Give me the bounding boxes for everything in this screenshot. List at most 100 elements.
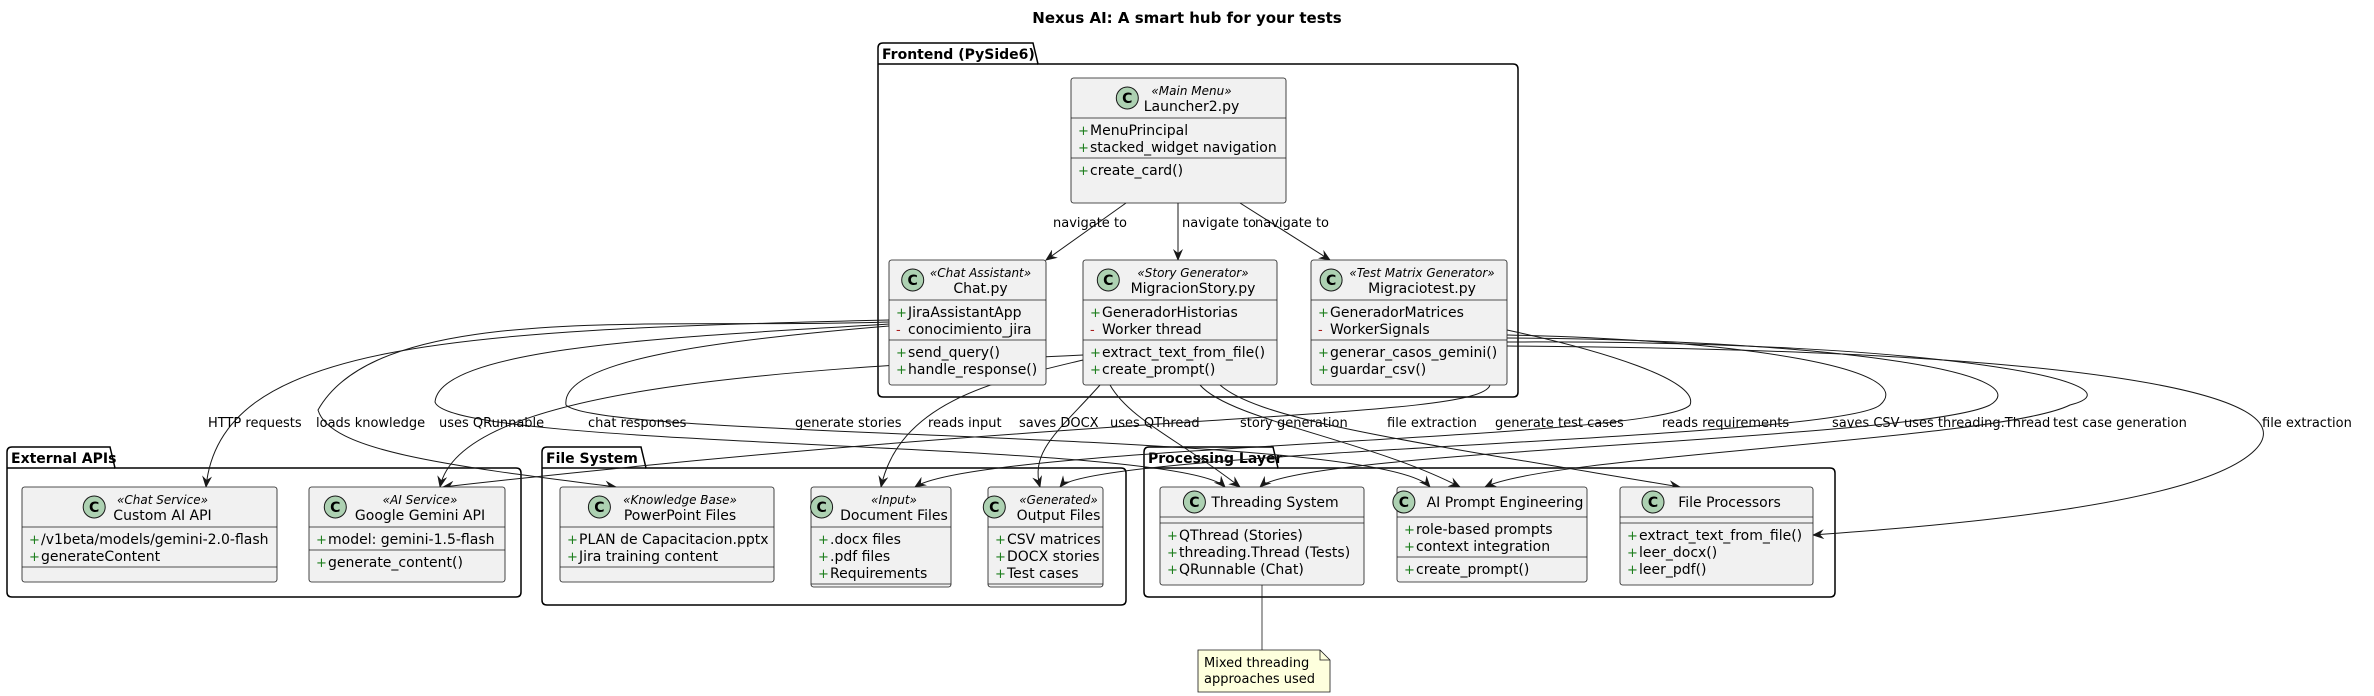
edge-matrix-to-docs: reads requirements	[914, 329, 1789, 488]
edge-story-to-prompt: story generation	[1199, 384, 1461, 488]
edge-label: navigate to	[1255, 216, 1329, 231]
edge-chat-to-threading: uses QRunnable	[434, 323, 1226, 488]
package-title: Processing Layer	[1148, 451, 1282, 467]
class-stereotype: «Input»	[871, 493, 917, 507]
edge-launcher-to-matrix: navigate to	[1239, 202, 1331, 261]
class-field: MenuPrincipal	[1090, 123, 1188, 139]
class-field: GeneradorHistorias	[1102, 305, 1238, 321]
edge-launcher-to-story: navigate to	[1173, 203, 1256, 261]
package-frame	[6, 446, 522, 598]
package-frontend: Frontend (PySide6)	[877, 42, 1519, 398]
edge-label: story generation	[1240, 416, 1348, 431]
edge-line	[1219, 384, 1681, 491]
visibility-marker: -	[1090, 323, 1095, 338]
note-fold	[1319, 650, 1330, 661]
edge-label: uses QRunnable	[439, 416, 544, 431]
class-type-icon	[1641, 490, 1665, 514]
class-method: extract_text_from_file()	[1102, 345, 1265, 361]
class-method: generar_casos_gemini()	[1330, 345, 1497, 361]
package-frame	[1143, 446, 1836, 598]
class-field: context integration	[1416, 539, 1550, 555]
class-field: /v1beta/models/gemini-2.0-flash	[41, 532, 269, 548]
class-field: WorkerSignals	[1330, 322, 1430, 338]
class-field: model: gemini-1.5-flash	[328, 532, 494, 548]
class-icon-letter: C	[89, 500, 99, 516]
edge-line	[202, 319, 890, 488]
class-name: Document Files	[840, 508, 948, 524]
visibility-marker: +	[1078, 124, 1089, 139]
class-box	[1070, 77, 1287, 204]
class-type-icon	[901, 268, 925, 292]
class-field: Worker thread	[1102, 322, 1202, 338]
package-frame	[541, 446, 1127, 606]
visibility-marker: +	[1078, 141, 1089, 156]
edge-story-to-output: saves DOCX	[1019, 384, 1101, 488]
class-name: Launcher2.py	[1144, 99, 1240, 115]
edge-story-to-docs: reads input	[878, 359, 1084, 488]
class-customapi: C«Chat Service»Custom AI API+/v1beta/mod…	[21, 486, 278, 583]
visibility-marker: +	[316, 533, 327, 548]
visibility-marker: +	[1090, 306, 1101, 321]
package-title: External APIs	[11, 451, 116, 467]
visibility-marker: +	[995, 533, 1006, 548]
visibility-marker: +	[818, 567, 829, 582]
class-name: Threading System	[1210, 495, 1338, 511]
class-name: Chat.py	[953, 281, 1007, 297]
edge-line	[1045, 202, 1127, 261]
class-type-icon	[1115, 86, 1139, 110]
class-box	[559, 486, 775, 583]
edge-line	[1199, 384, 1461, 488]
edge-line	[317, 321, 890, 491]
class-icon-letter: C	[989, 500, 999, 516]
class-name: Custom AI API	[113, 508, 211, 524]
edge-matrix-to-fileproc: file extraction	[1506, 345, 2352, 540]
class-box	[888, 259, 1047, 386]
class-method: create_prompt()	[1416, 562, 1529, 578]
class-type-icon	[982, 495, 1006, 519]
class-type-icon	[323, 495, 347, 519]
package-frame	[877, 42, 1519, 398]
class-gemini: C«AI Service»Google Gemini API+model: ge…	[308, 486, 506, 583]
class-type-icon	[1182, 490, 1206, 514]
class-type-icon	[82, 495, 106, 519]
package-title: Frontend (PySide6)	[882, 47, 1035, 63]
edge-line	[1239, 202, 1331, 261]
visibility-marker: +	[1404, 540, 1415, 555]
edge-chat-to-prompt: chat responses	[565, 325, 1431, 488]
package-filesystem: File System	[541, 446, 1127, 606]
class-method: create_prompt()	[1102, 362, 1215, 378]
visibility-marker: +	[1318, 363, 1329, 378]
class-method: leer_pdf()	[1639, 562, 1707, 578]
visibility-marker: +	[1090, 346, 1101, 361]
edge-story-to-threading: uses QThread	[1109, 384, 1241, 488]
edge-matrix-to-gemini: generate test cases	[442, 384, 1624, 491]
class-field: .docx files	[830, 532, 901, 548]
visibility-marker: +	[1078, 164, 1089, 179]
edge-label: navigate to	[1182, 216, 1256, 231]
packages-layer: Frontend (PySide6) External APIs File Syst…	[6, 42, 1836, 606]
class-field: Test cases	[1006, 566, 1079, 582]
class-name: File Processors	[1678, 495, 1781, 511]
visibility-marker: +	[567, 533, 578, 548]
visibility-marker: +	[29, 533, 40, 548]
class-method: extract_text_from_file()	[1639, 528, 1802, 544]
class-name: AI Prompt Engineering	[1427, 495, 1584, 511]
edge-label: generate test cases	[1495, 416, 1624, 431]
class-field: conocimiento_jira	[908, 322, 1031, 338]
class-field: role-based prompts	[1416, 522, 1553, 538]
visibility-marker: +	[1627, 563, 1638, 578]
class-field: PLAN de Capacitacion.pptx	[579, 532, 769, 548]
class-box	[1310, 259, 1508, 386]
visibility-marker: +	[29, 550, 40, 565]
edge-label: reads input	[928, 416, 1002, 431]
class-matrix: C«Test Matrix Generator»Migraciotest.py+…	[1310, 259, 1508, 386]
visibility-marker: +	[567, 550, 578, 565]
class-stereotype: «Story Generator»	[1137, 266, 1248, 280]
class-type-icon	[1096, 268, 1120, 292]
class-field: Jira training content	[578, 549, 719, 565]
class-type-icon	[810, 495, 834, 519]
edge-story-to-fileproc: file extraction	[1219, 384, 1681, 491]
edge-line	[1259, 337, 1999, 488]
